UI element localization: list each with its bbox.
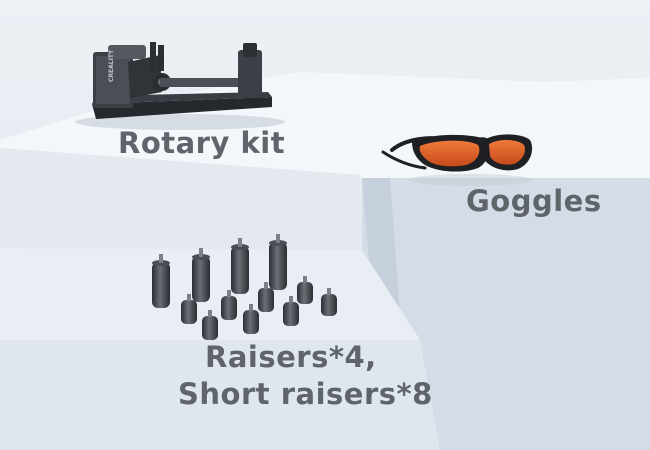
short-raiser: [243, 304, 259, 334]
tall-raiser: [152, 254, 170, 308]
top-left-block-front: [0, 148, 360, 255]
goggles-icon: [381, 134, 533, 172]
short-raiser: [297, 276, 313, 304]
rotary-kit-label: Rotary kit: [118, 126, 286, 160]
tall-raiser: [192, 248, 210, 302]
short-raiser: [258, 282, 274, 312]
goggles-shadow: [408, 174, 532, 186]
bottom-left-block-front: [0, 340, 440, 450]
rotary-kit-icon: CREALITY: [92, 42, 272, 119]
tall-raiser: [269, 234, 287, 290]
short-raiser: [283, 296, 299, 326]
short-raiser: [202, 310, 218, 340]
goggles-label: Goggles: [466, 184, 602, 218]
short-raisers-label: Short raisers*8: [178, 377, 433, 411]
raiser-icon: [152, 234, 337, 340]
right-block-top: [300, 72, 650, 178]
rotary-logo-text: CREALITY: [108, 49, 115, 82]
short-raiser: [321, 288, 337, 316]
right-block-face: [362, 178, 650, 450]
short-raiser: [221, 290, 237, 320]
raisers-label: Raisers*4,: [205, 340, 377, 374]
rotary-shadow: [75, 114, 285, 130]
tall-raiser: [231, 238, 249, 294]
short-raiser: [181, 294, 197, 324]
